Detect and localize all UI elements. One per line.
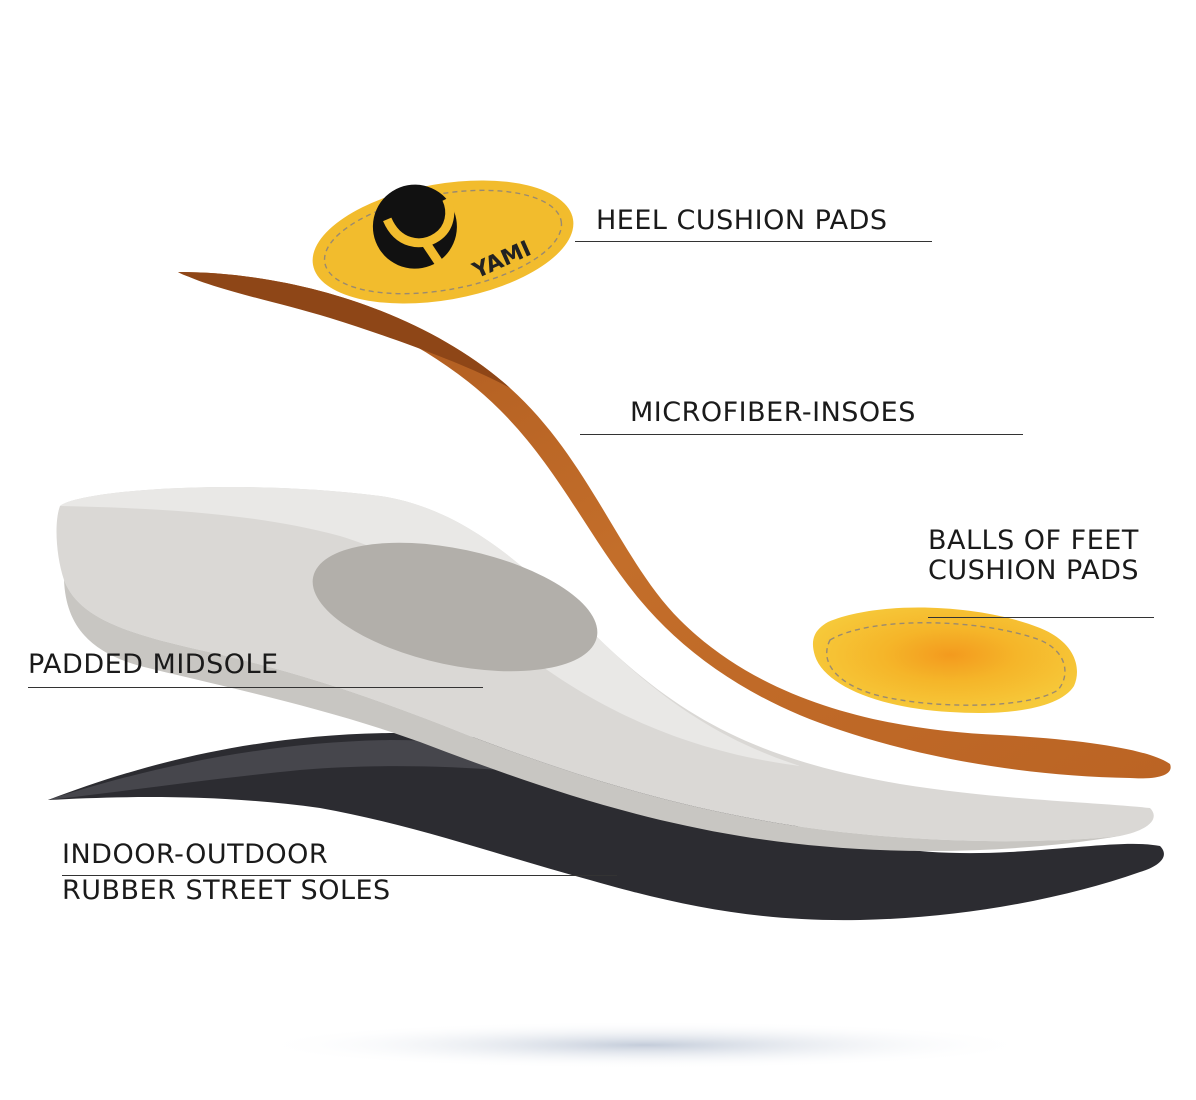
label-line: INDOOR-OUTDOOR [62,839,329,870]
leader-line-balls-of-feet [928,617,1154,618]
label-line: BALLS OF FEET [928,525,1139,556]
label-padded-midsole: PADDED MIDSOLE [28,650,279,680]
leader-line-heel-cushion [575,241,932,242]
leader-line-rubber-sole [62,875,617,876]
label-line: PADDED MIDSOLE [28,649,279,680]
label-line: RUBBER STREET SOLES [62,875,391,906]
heel-cushion-pad-shape: YAMI [312,180,574,304]
label-heel-cushion-pads: HEEL CUSHION PADS [596,206,888,236]
ground-shadow [255,1021,1035,1069]
leader-line-microfiber [580,434,1023,435]
label-rubber-street-soles: INDOOR-OUTDOOR RUBBER STREET SOLES [62,840,391,906]
label-line: CUSHION PADS [928,555,1140,586]
label-balls-of-feet-cushion-pads: BALLS OF FEET CUSHION PADS [928,526,1139,586]
microfiber-insole-shape [178,272,1171,779]
padded-midsole-shape [56,487,1154,851]
ball-cushion-pad-shape [812,607,1077,713]
midsole-heel-pad [312,542,598,672]
label-microfiber-insoles: MICROFIBER-INSOES [630,398,916,428]
label-line: HEEL CUSHION PADS [596,205,888,236]
label-line: MICROFIBER-INSOES [630,397,916,428]
y-logo-icon [372,184,457,275]
leader-line-midsole [28,687,483,688]
